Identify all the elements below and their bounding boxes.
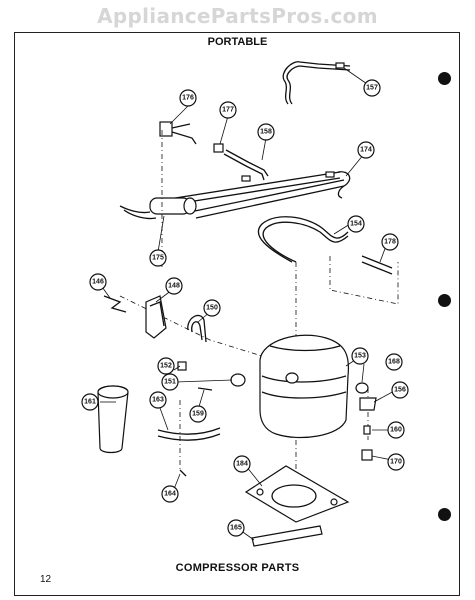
screw-164-part xyxy=(179,469,187,477)
svg-text:148: 148 xyxy=(168,283,180,290)
svg-text:176: 176 xyxy=(182,95,194,102)
callout-178: 178 xyxy=(381,233,399,251)
terminal-parts xyxy=(177,361,246,391)
small-fittings xyxy=(355,382,377,461)
tube-158-part xyxy=(223,149,269,181)
svg-text:175: 175 xyxy=(152,255,164,262)
callout-165: 165 xyxy=(227,519,245,537)
svg-text:156: 156 xyxy=(394,387,406,394)
svg-text:153: 153 xyxy=(354,353,366,360)
diagram-title: PORTABLE xyxy=(207,36,268,48)
dash-line-c xyxy=(329,256,399,305)
svg-text:146: 146 xyxy=(92,279,104,286)
callout-158: 158 xyxy=(257,123,275,141)
strip-165-part xyxy=(251,525,323,547)
clip-146-part xyxy=(103,295,127,313)
tube-154-part xyxy=(257,216,349,263)
callout-159: 159 xyxy=(189,405,207,423)
punch-hole-top xyxy=(438,72,451,85)
svg-text:152: 152 xyxy=(160,363,172,370)
page-number: 12 xyxy=(40,574,52,585)
diagram-sheet xyxy=(14,32,460,596)
svg-text:170: 170 xyxy=(390,459,402,466)
compressor-153-part xyxy=(259,334,350,439)
diagram-footer-title: COMPRESSOR PARTS xyxy=(175,562,300,574)
punch-hole-middle xyxy=(438,294,451,307)
svg-text:178: 178 xyxy=(384,239,396,246)
callout-156: 156 xyxy=(391,381,409,399)
nut-177-part xyxy=(213,143,224,153)
svg-text:154: 154 xyxy=(350,221,362,228)
capacitor-161-part xyxy=(97,385,129,454)
callout-153: 153 xyxy=(351,347,369,365)
svg-text:177: 177 xyxy=(222,107,234,114)
tube-157-part xyxy=(282,61,351,105)
svg-text:158: 158 xyxy=(260,129,272,136)
callout-164: 164 xyxy=(161,485,179,503)
svg-text:184: 184 xyxy=(236,461,248,468)
punch-hole-bottom xyxy=(438,508,451,521)
strap-163-part xyxy=(157,427,221,441)
svg-text:151: 151 xyxy=(164,379,176,386)
watermark: AppliancePartsPros.com xyxy=(97,4,378,28)
callout-177: 177 xyxy=(219,101,237,119)
svg-text:160: 160 xyxy=(390,427,402,434)
tube-174-part xyxy=(337,171,351,199)
callout-152: 152 xyxy=(157,357,175,375)
callout-184: 184 xyxy=(233,455,251,473)
callout-146: 146 xyxy=(89,273,107,291)
svg-text:168: 168 xyxy=(388,359,400,366)
svg-text:150: 150 xyxy=(206,305,218,312)
svg-text:165: 165 xyxy=(230,525,242,532)
callout-150: 150 xyxy=(203,299,221,317)
callout-161: 161 xyxy=(81,393,99,411)
callout-175: 175 xyxy=(149,249,167,267)
bracket-178-part xyxy=(361,255,393,275)
callout-170: 170 xyxy=(387,453,405,471)
svg-text:164: 164 xyxy=(164,491,176,498)
cover-148-part xyxy=(145,295,167,339)
callout-176: 176 xyxy=(179,89,197,107)
svg-text:163: 163 xyxy=(152,397,164,404)
tube-assembly-175-part xyxy=(119,171,345,220)
callout-160: 160 xyxy=(387,421,405,439)
dash-line-d xyxy=(119,295,263,357)
svg-text:159: 159 xyxy=(192,411,204,418)
overload-176-part xyxy=(159,121,197,145)
callout-174: 174 xyxy=(357,141,375,159)
retainer-150-part xyxy=(187,314,207,343)
callout-157: 157 xyxy=(363,79,381,97)
svg-text:174: 174 xyxy=(360,147,372,154)
base-plate-184-part xyxy=(244,465,350,523)
svg-text:161: 161 xyxy=(84,399,96,406)
callout-168: 168 xyxy=(385,353,403,371)
callout-154: 154 xyxy=(347,215,365,233)
callout-151: 151 xyxy=(161,373,179,391)
svg-text:157: 157 xyxy=(366,85,378,92)
callout-163: 163 xyxy=(149,391,167,409)
callout-148: 148 xyxy=(165,277,183,295)
